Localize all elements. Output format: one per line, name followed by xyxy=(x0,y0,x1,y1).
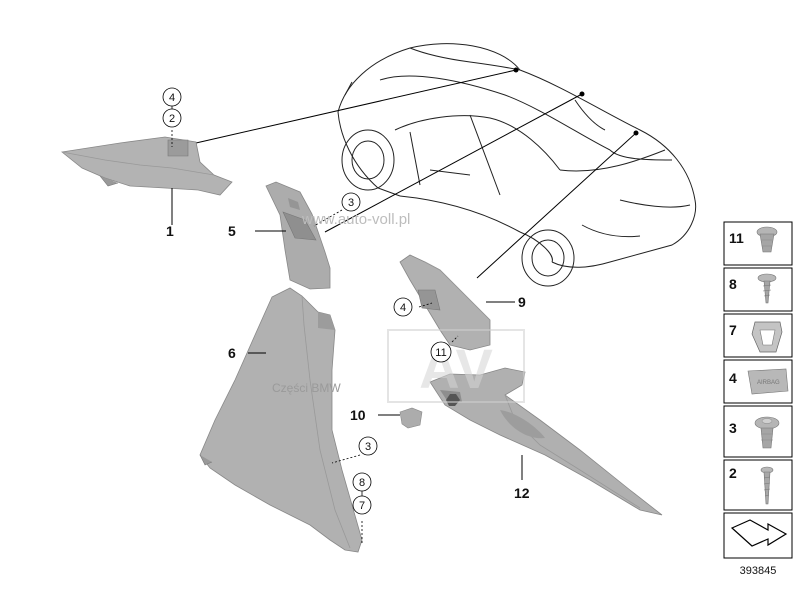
panel-cell-2 xyxy=(723,459,793,511)
callout-12: 12 xyxy=(514,485,530,501)
svg-text:11: 11 xyxy=(435,347,446,359)
bracket-clip-icon xyxy=(751,321,783,353)
circle-3-lower: 3 xyxy=(358,436,378,456)
callout-10: 10 xyxy=(350,407,366,423)
callout-6: 6 xyxy=(228,345,236,361)
sidebar-label-3: 3 xyxy=(729,420,737,436)
circle-4-top: 4 xyxy=(162,87,182,107)
self-tapping-screw-icon xyxy=(760,466,774,505)
callout-1: 1 xyxy=(166,223,174,239)
sidebar-label-7: 7 xyxy=(729,322,737,338)
circle-2-top: 2 xyxy=(162,108,182,128)
panel-cell-11 xyxy=(723,221,793,266)
sidebar-label-4: 4 xyxy=(729,370,737,386)
parts-watermark: Części BMW xyxy=(272,381,341,395)
car-outline xyxy=(337,43,697,287)
svg-text:AV: AV xyxy=(419,337,493,400)
circle-7: 7 xyxy=(352,495,372,515)
panel-cell-3 xyxy=(723,405,793,458)
part-6-b-pillar-trim xyxy=(199,287,363,553)
airbag-badge-icon: AIRBAG xyxy=(747,368,789,395)
reference-number: 393845 xyxy=(740,565,777,577)
svg-text:8: 8 xyxy=(359,477,365,489)
leader-line-3b xyxy=(331,454,361,464)
url-watermark: www.auto-voll.pl xyxy=(301,211,410,228)
clip-icon xyxy=(756,226,778,253)
part-1-a-pillar-trim xyxy=(61,136,233,196)
leader-line-3a xyxy=(313,209,343,227)
part-10-cover-piece xyxy=(399,407,423,429)
part-9-c-pillar-trim xyxy=(399,254,491,351)
fastener-panel: 11 8 7 4 3 2 AIRBAG xyxy=(723,221,793,559)
leader-lines xyxy=(195,69,637,279)
svg-text:3: 3 xyxy=(348,197,354,209)
expansion-rivet-icon xyxy=(754,416,780,449)
svg-text:AIRBAG: AIRBAG xyxy=(757,380,780,386)
callout-9: 9 xyxy=(518,294,526,310)
sidebar-label-11: 11 xyxy=(729,230,744,246)
svg-text:3: 3 xyxy=(365,441,371,453)
part-5-seatbelt-cover xyxy=(265,181,331,290)
sidebar-label-8: 8 xyxy=(729,276,737,292)
arrow-icon xyxy=(730,519,788,547)
leader-line-11 xyxy=(451,335,459,343)
circle-11: 11 xyxy=(430,341,452,363)
screw-icon xyxy=(757,273,777,304)
circle-3-upper: 3 xyxy=(341,192,361,212)
panel-cell-8 xyxy=(723,267,793,312)
svg-text:7: 7 xyxy=(359,500,365,512)
svg-text:4: 4 xyxy=(400,302,406,314)
sidebar-label-2: 2 xyxy=(729,465,737,481)
circle-8: 8 xyxy=(352,472,372,492)
circle-4-mid: 4 xyxy=(393,297,413,317)
svg-text:4: 4 xyxy=(169,92,175,104)
svg-text:2: 2 xyxy=(169,113,175,125)
av-logo-watermark: AV xyxy=(387,329,525,403)
callout-5: 5 xyxy=(228,223,236,239)
